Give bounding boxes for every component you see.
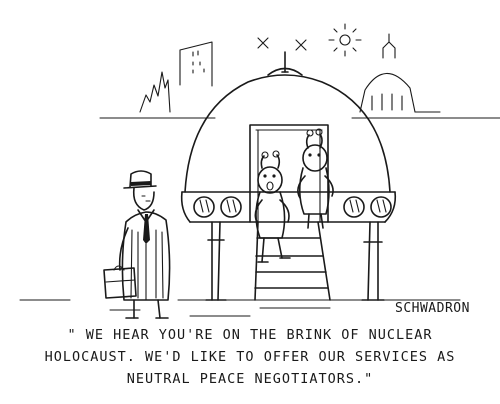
caption-line-3: NEUTRAL PEACE NEGOTIATORS.": [126, 371, 374, 387]
sky-marks: [257, 37, 307, 51]
alien-front: [254, 150, 291, 263]
artist-signature: SCHWADRON: [395, 301, 470, 316]
caption-line-1: " WE HEAR YOU'RE ON THE BRINK OF NUCLEAR: [67, 327, 433, 343]
sun-icon: [328, 23, 362, 57]
caption-line-2: HOLOCAUST. WE'D LIKE TO OFFER OUR SERVIC…: [44, 349, 456, 365]
caption: " WE HEAR YOU'RE ON THE BRINK OF NUCLEAR…: [0, 324, 500, 390]
flying-saucer: [180, 51, 397, 301]
city-skyline: [99, 33, 500, 119]
businessman: [103, 170, 171, 319]
ground: [19, 299, 461, 317]
alien-back: [297, 128, 334, 229]
